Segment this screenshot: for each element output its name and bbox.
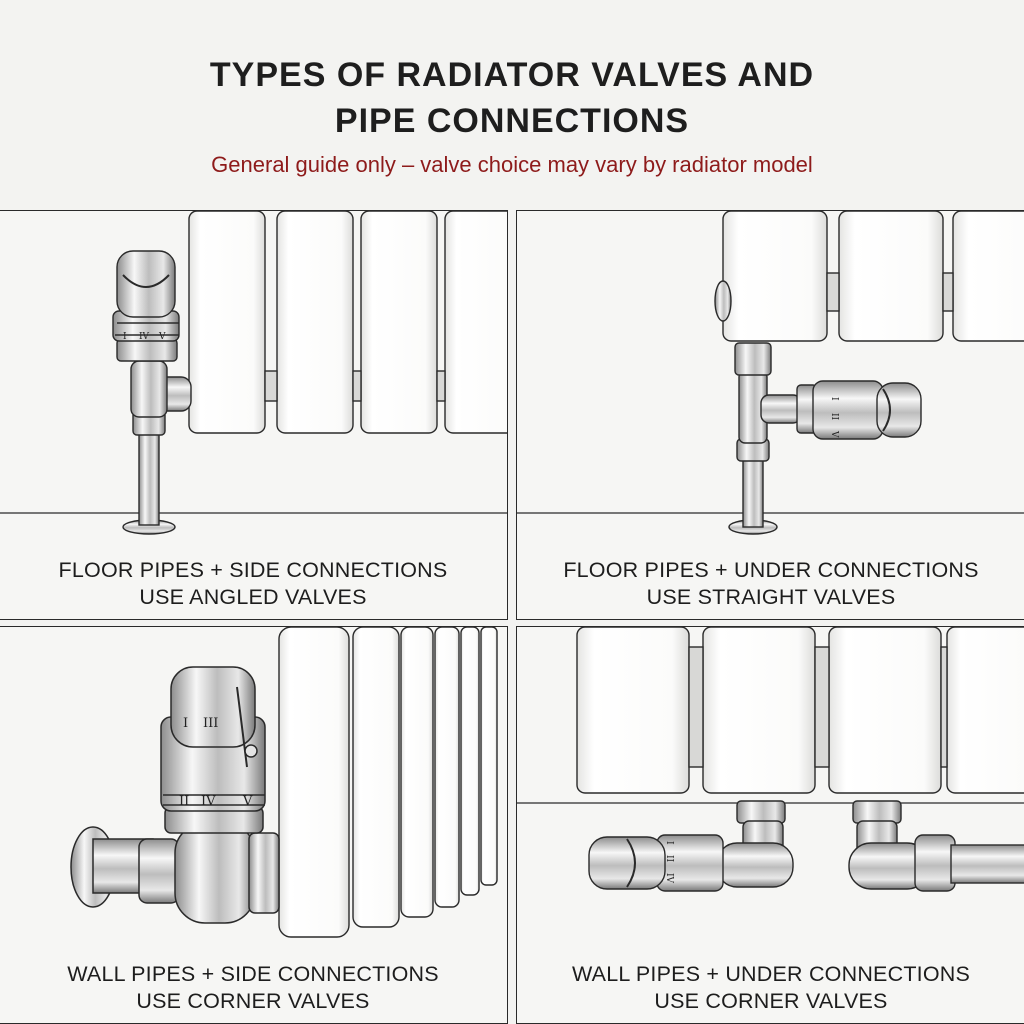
valve-marking: V [158, 332, 166, 342]
wall-under-markings: I II IV [664, 841, 674, 884]
panel-wall-side: I III II IV V WALL PIPES + SIDE CONNECTI… [0, 626, 508, 1024]
caption-floor-side: FLOOR PIPES + SIDE CONNECTIONS USE ANGLE… [0, 557, 507, 611]
wall-side-illustration [70, 627, 498, 938]
valve-marking: I [829, 397, 839, 401]
valve-marking: I [123, 332, 127, 342]
floor-side-markings: I IV V [123, 332, 166, 342]
caption-wall-side: WALL PIPES + SIDE CONNECTIONS USE CORNER… [0, 961, 507, 1015]
valve-marking: I [664, 841, 674, 845]
caption-line-2: USE ANGLED VALVES [139, 585, 367, 609]
caption-line-1: WALL PIPES + UNDER CONNECTIONS [571, 962, 971, 986]
title-line-1: TYPES OF RADIATOR VALVES AND [209, 56, 815, 94]
corner-valve-right [848, 800, 1024, 892]
corner-valve-left [588, 800, 794, 892]
wall-under-illustration [517, 627, 1024, 892]
caption-line-1: WALL PIPES + SIDE CONNECTIONS [67, 962, 439, 986]
diagram-title: TYPES OF RADIATOR VALVES AND PIPE CONNEC… [0, 52, 1024, 144]
valve-marking: IV [664, 873, 674, 884]
caption-line-2: USE STRAIGHT VALVES [646, 585, 896, 609]
floor-side-illustration [0, 211, 507, 535]
diagram-subtitle: General guide only – valve choice may va… [211, 152, 813, 177]
radiator-columns [278, 627, 498, 938]
valve-marking: II [829, 413, 839, 421]
caption-line-1: FLOOR PIPES + SIDE CONNECTIONS [58, 558, 448, 582]
valve-marking: II [179, 794, 189, 809]
caption-wall-under: WALL PIPES + UNDER CONNECTIONS USE CORNE… [517, 961, 1024, 1015]
radiator-columns [576, 627, 1024, 794]
angled-valve [112, 250, 192, 535]
radiator-columns [188, 211, 507, 434]
caption-line-1: FLOOR PIPES + UNDER CONNECTIONS [563, 558, 979, 582]
wall-side-markings: I III II IV V [179, 716, 253, 809]
floor-under-illustration [517, 211, 1024, 535]
panel-wall-under: I II IV WALL PIPES + UNDER CONNECTIONS U… [516, 626, 1024, 1024]
valve-marking: II [664, 855, 674, 863]
radiator-columns [714, 211, 1024, 342]
panel-floor-under: I II V FLOOR PIPES + UNDER CONNECTIONS U… [516, 210, 1024, 620]
caption-line-2: USE CORNER VALVES [136, 989, 370, 1013]
valve-marking: I [183, 716, 188, 731]
corner-valve [70, 666, 280, 924]
valve-marking: V [829, 430, 839, 438]
caption-floor-under: FLOOR PIPES + UNDER CONNECTIONS USE STRA… [517, 557, 1024, 611]
title-line-2: PIPE CONNECTIONS [334, 102, 690, 140]
valve-marking: V [242, 794, 253, 809]
caption-line-2: USE CORNER VALVES [654, 989, 888, 1013]
valve-marking: III [203, 716, 218, 731]
straight-valve [728, 342, 922, 535]
valve-marking: IV [139, 332, 150, 342]
floor-under-markings: I II V [829, 397, 839, 438]
valve-marking: IV [201, 794, 216, 809]
panel-floor-side: I IV V FLOOR PIPES + SIDE CONNECTIONS US… [0, 210, 508, 620]
